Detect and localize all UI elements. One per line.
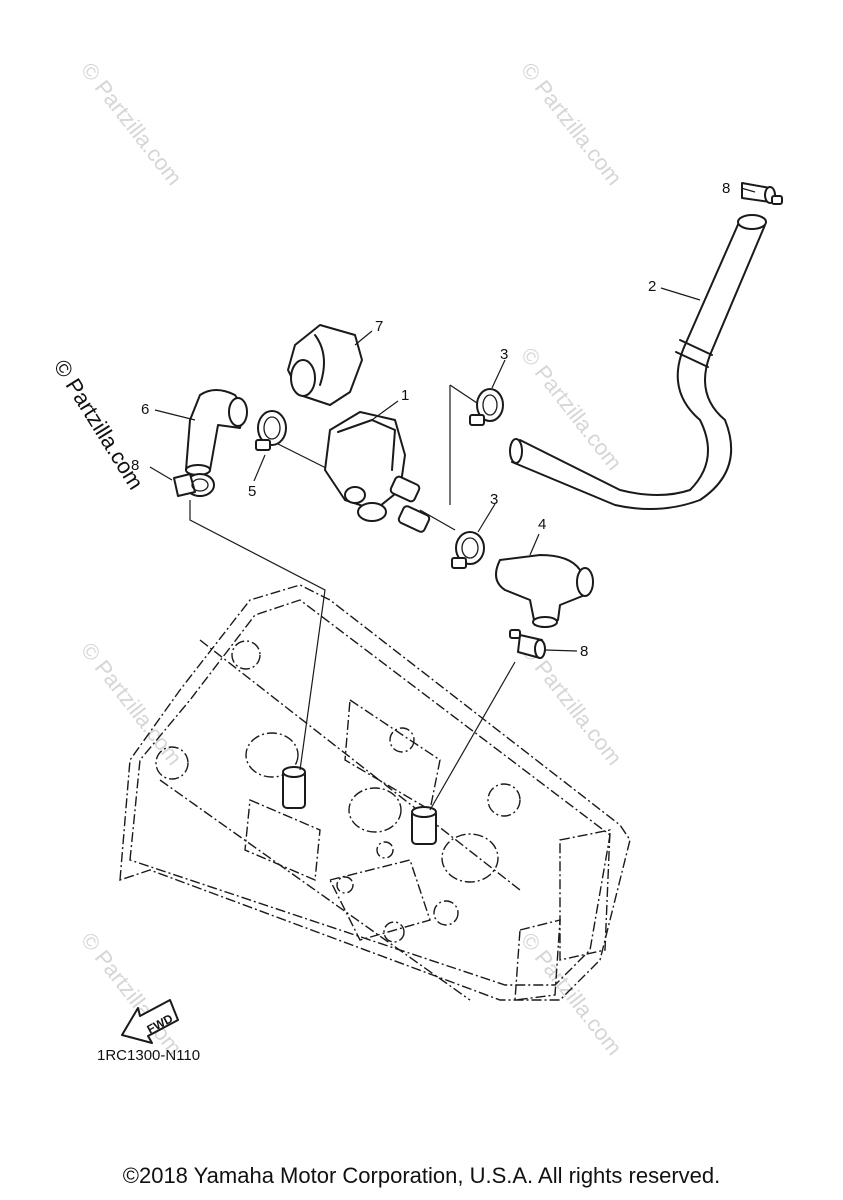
routing-lines xyxy=(189,384,516,811)
part-4-bent-hose xyxy=(495,554,594,628)
callout-2: 2 xyxy=(648,278,656,295)
part-8-clip-left xyxy=(173,473,215,497)
callout-6: 6 xyxy=(141,401,149,418)
callout-3-lower: 3 xyxy=(490,491,498,508)
callout-8-top: 8 xyxy=(722,180,730,197)
cylinder-head-cover xyxy=(119,584,631,1001)
callout-numbers: 1 2 3 3 4 5 6 7 8 8 8 xyxy=(131,180,730,660)
part-1-reed-valve xyxy=(324,411,431,533)
watermark-text: © Partzilla.com xyxy=(516,928,627,1060)
watermark-text: © Partzilla.com xyxy=(516,638,627,770)
part-5-hose-clamp xyxy=(255,410,287,451)
callout-5: 5 xyxy=(248,483,256,500)
part-6-elbow-hose xyxy=(185,389,248,476)
callout-7: 7 xyxy=(375,318,383,335)
callout-leaders xyxy=(149,187,756,652)
part-3-hose-clamp-lower xyxy=(451,531,485,569)
part-8-clip-top xyxy=(741,182,783,205)
callout-1: 1 xyxy=(401,387,409,404)
callout-8-right: 8 xyxy=(580,643,588,660)
part-3-hose-clamp-upper xyxy=(469,388,504,426)
watermark-text: © Partzilla.com xyxy=(516,58,627,190)
callout-8-left: 8 xyxy=(131,457,139,474)
callout-3-upper: 3 xyxy=(500,346,508,363)
diagram-code: 1RC1300-N110 xyxy=(97,1047,201,1064)
part-7-rubber-mount xyxy=(287,324,363,406)
callout-4: 4 xyxy=(538,516,546,533)
watermark-text: © Partzilla.com xyxy=(76,58,187,190)
watermark-text: © Partzilla.com xyxy=(76,928,187,1060)
part-2-air-pipe xyxy=(509,214,767,510)
copyright-footer: ©2018 Yamaha Motor Corporation, U.S.A. A… xyxy=(122,1163,721,1188)
part-8-clip-right xyxy=(509,629,546,659)
watermark-text: © Partzilla.com xyxy=(516,343,627,475)
